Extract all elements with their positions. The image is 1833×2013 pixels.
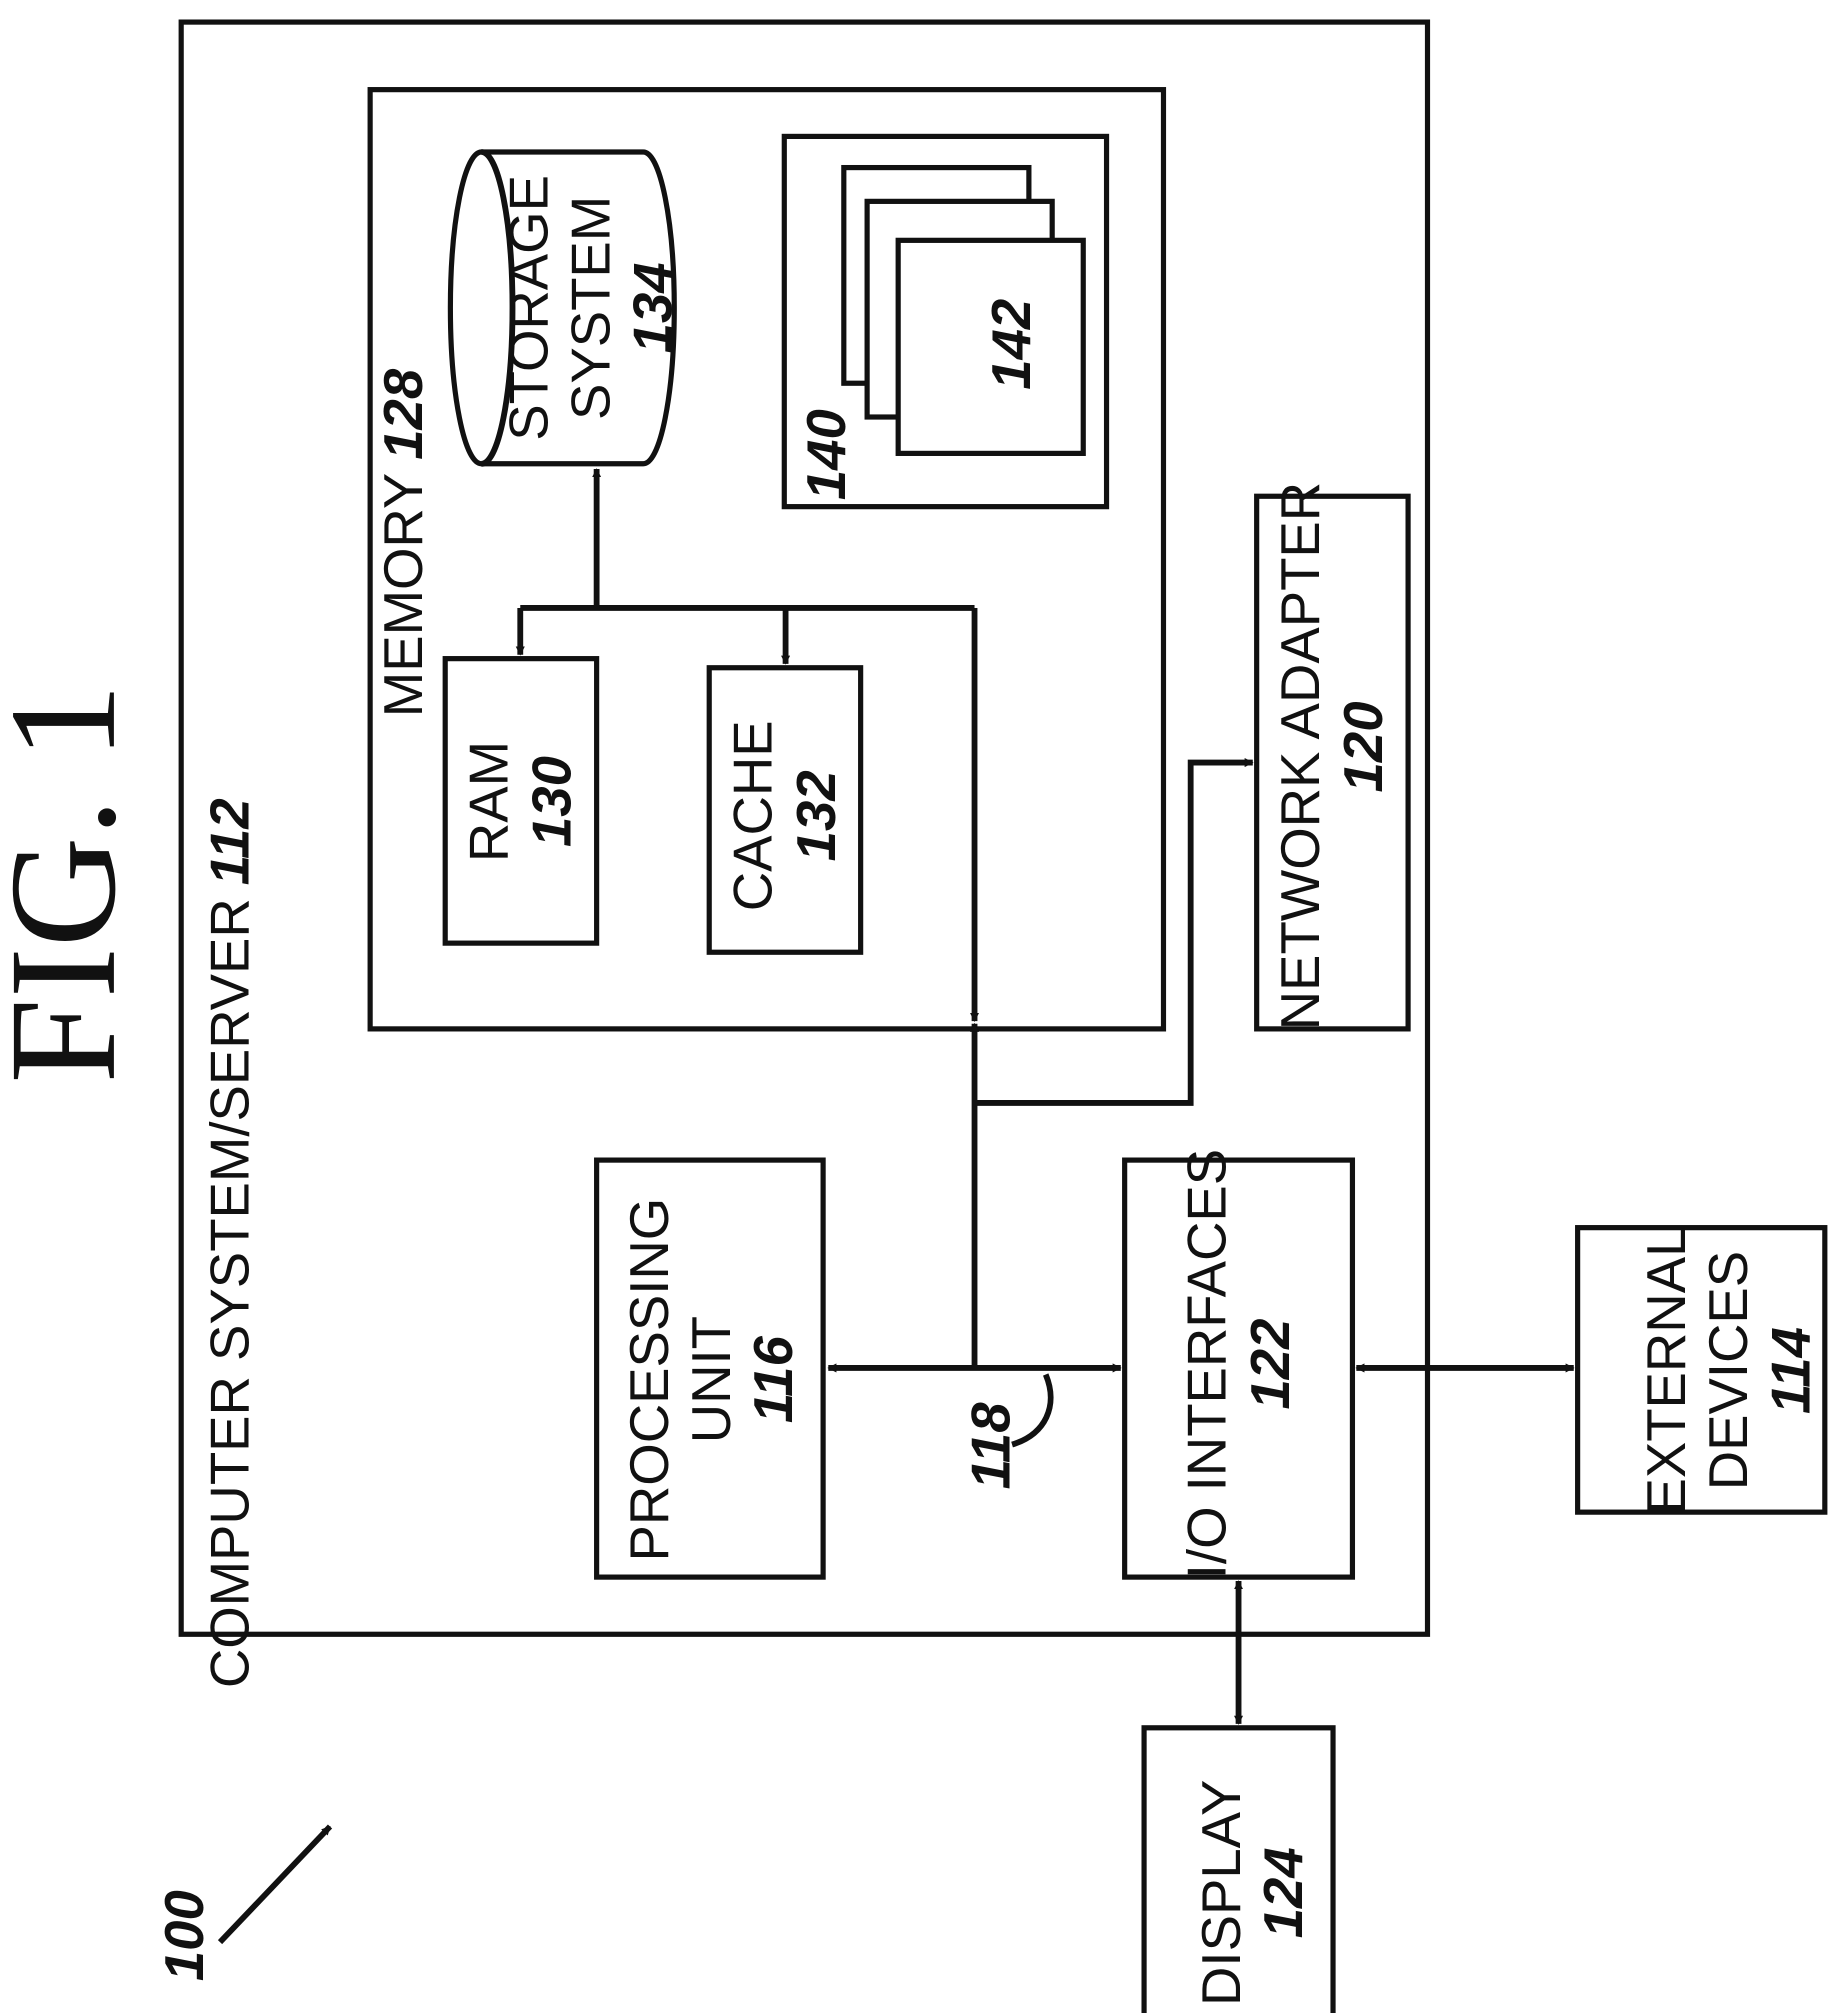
cache-label: CACHE <box>722 720 783 911</box>
external-devices-line2: DEVICES <box>1698 1251 1759 1490</box>
svg-text:MEMORY128: MEMORY128 <box>373 368 434 717</box>
storage-system-number: 134 <box>623 262 684 353</box>
bus-number: 118 <box>961 1402 1022 1490</box>
cache-number: 132 <box>786 770 847 861</box>
network-adapter-label: NETWORK ADAPTER <box>1270 482 1331 1031</box>
program-module-number: 142 <box>981 299 1042 390</box>
processing-unit-number: 116 <box>743 1335 804 1423</box>
diagram-content: FIG. 1 COMPUTER SYSTEM/SERVER112 MEMORY1… <box>0 22 1825 2013</box>
svg-text:COMPUTER SYSTEM/SERVER112: COMPUTER SYSTEM/SERVER112 <box>200 798 261 1688</box>
system-ref-number: 100 <box>154 1890 215 1981</box>
ram-number: 130 <box>522 756 583 847</box>
display-label: DISPLAY <box>1191 1780 1252 2006</box>
display-number: 124 <box>1253 1847 1314 1938</box>
memory-label: MEMORY128 <box>373 368 434 717</box>
processing-unit-line2: UNIT <box>681 1316 742 1443</box>
io-interfaces-number: 122 <box>1240 1319 1301 1410</box>
ram-label: RAM <box>458 741 519 862</box>
external-devices-number: 114 <box>1760 1327 1821 1414</box>
io-interfaces-label: I/O INTERFACES <box>1177 1149 1238 1579</box>
system-ref-arrow <box>220 1827 330 1943</box>
io-interfaces-box <box>1125 1160 1353 1577</box>
network-adapter-number: 120 <box>1333 701 1394 792</box>
external-devices-line1: EXTERNAL <box>1636 1227 1697 1515</box>
storage-system-line1: STORAGE <box>499 175 560 441</box>
figure-title: FIG. 1 <box>0 683 148 1083</box>
computer-system-label: COMPUTER SYSTEM/SERVER112 <box>200 798 261 1688</box>
program-group-number: 140 <box>796 409 857 500</box>
processing-unit-line1: PROCESSING <box>619 1198 680 1562</box>
storage-system-line2: SYSTEM <box>561 196 622 420</box>
